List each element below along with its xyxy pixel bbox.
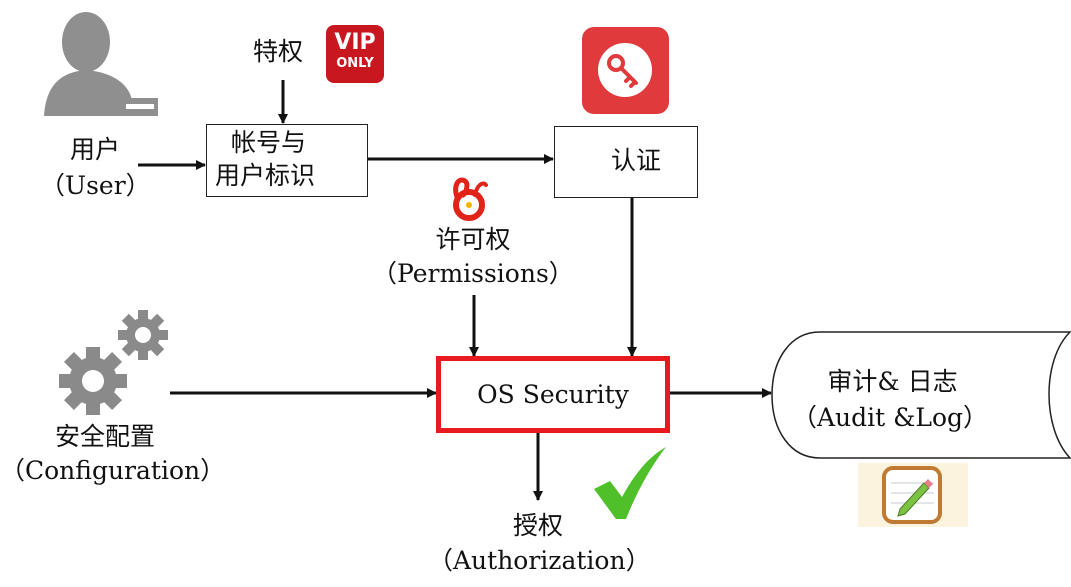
privilege-label: 特权 — [253, 37, 304, 66]
authentication-box: 认证 — [554, 126, 698, 198]
os-security-box: OS Security — [436, 356, 670, 433]
notepad-icon — [858, 463, 968, 527]
checkmark-icon — [594, 447, 666, 519]
permissions-label-cn: 许可权 — [435, 225, 511, 254]
gears-icon — [59, 310, 168, 415]
account-line2: 用户标识 — [215, 161, 316, 190]
audit-log-store — [771, 331, 1071, 459]
auth-label: 认证 — [611, 146, 662, 175]
ok-hand-icon — [453, 177, 488, 221]
permissions-label-en: （Permissions） — [372, 259, 574, 288]
user-label-en: （User） — [40, 171, 151, 200]
vip-only-icon: VIP ONLY — [326, 25, 384, 83]
key-icon — [582, 27, 669, 114]
audit-label-en: （Audit &Log） — [791, 403, 989, 432]
authorization-label-cn: 授权 — [512, 511, 563, 540]
account-id-box: 帐号与 用户标识 — [206, 124, 368, 197]
os-security-label: OS Security — [477, 380, 629, 409]
user-label-cn: 用户 — [69, 135, 120, 164]
authorization-label-en: （Authorization） — [428, 546, 651, 575]
config-label-cn: 安全配置 — [54, 422, 155, 451]
user-icon — [44, 12, 158, 116]
config-label-en: （Configuration） — [0, 456, 226, 485]
audit-label-cn: 审计& 日志 — [827, 367, 958, 396]
account-line1: 帐号与 — [231, 128, 307, 157]
